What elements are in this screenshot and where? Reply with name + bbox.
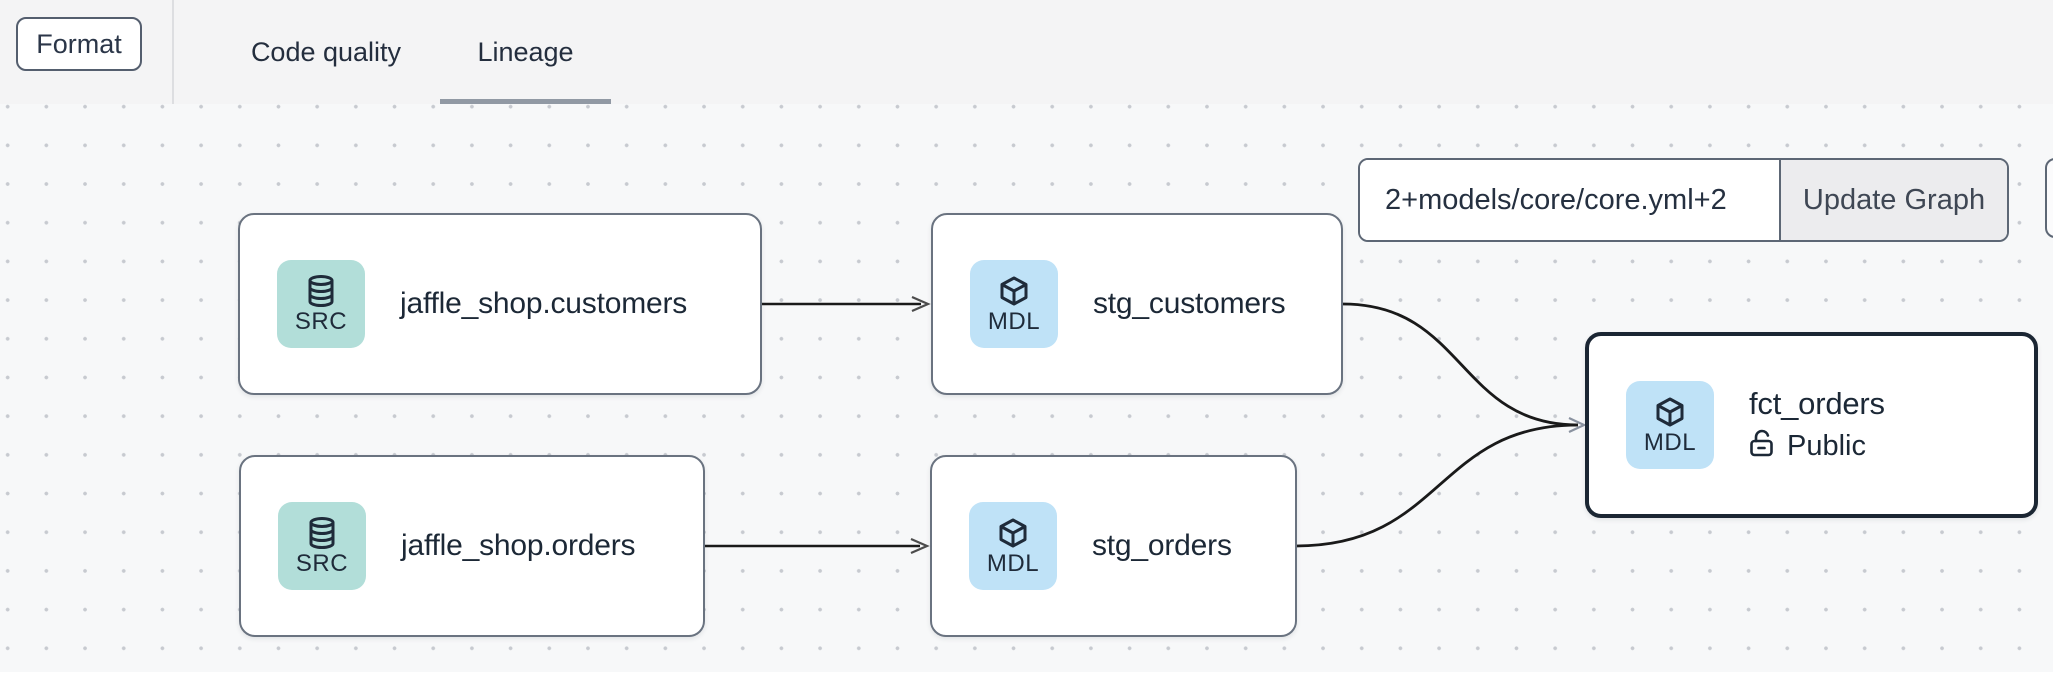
tab-code-quality[interactable]: Code quality — [240, 0, 412, 104]
selector-group: Update Graph — [1358, 158, 2009, 242]
badge-label: MDL — [1643, 428, 1697, 456]
access-row: Public — [1749, 429, 1885, 465]
access-label: Public — [1787, 430, 1866, 462]
model-badge: MDL — [1626, 381, 1714, 469]
node-jaffle-shop-customers[interactable]: SRC jaffle_shop.customers — [238, 213, 762, 395]
edge-customers-stg-arrowhead — [911, 295, 931, 313]
cube-icon — [1654, 396, 1686, 428]
node-stg-customers[interactable]: MDL stg_customers — [931, 213, 1343, 395]
node-label: stg_orders — [1092, 529, 1232, 562]
update-graph-button[interactable]: Update Graph — [1779, 160, 2007, 240]
tab-code-quality-label: Code quality — [250, 36, 402, 67]
source-badge: SRC — [277, 260, 365, 348]
database-icon — [307, 516, 337, 549]
tab-lineage-label: Lineage — [477, 36, 574, 67]
model-badge: MDL — [970, 260, 1058, 348]
partial-right-button[interactable] — [2045, 158, 2053, 238]
edge-orders-stg-arrowhead — [910, 537, 930, 555]
edge-stgcustomers-fct — [1342, 302, 1579, 427]
node-label: stg_customers — [1093, 287, 1286, 320]
node-stg-orders[interactable]: MDL stg_orders — [930, 455, 1297, 637]
database-icon — [306, 274, 336, 307]
tab-lineage[interactable]: Lineage — [440, 0, 611, 104]
horizontal-scrollbar-track[interactable] — [0, 672, 2053, 680]
toolbar-divider — [172, 0, 174, 104]
model-badge: MDL — [969, 502, 1057, 590]
toolbar: Format Code quality Lineage — [0, 0, 2053, 105]
edge-fct-arrowhead — [1568, 417, 1587, 433]
edges-layer — [705, 295, 1587, 555]
node-jaffle-shop-orders[interactable]: SRC jaffle_shop.orders — [239, 455, 705, 637]
unlock-icon — [1749, 429, 1775, 465]
badge-label: MDL — [986, 549, 1040, 577]
node-fct-orders[interactable]: MDL fct_orders Public — [1585, 332, 2038, 518]
cube-icon — [997, 517, 1029, 549]
active-tab-indicator — [440, 99, 611, 104]
node-label: fct_orders — [1749, 385, 1885, 421]
source-badge: SRC — [278, 502, 366, 590]
cube-icon — [998, 275, 1030, 307]
node-label: jaffle_shop.customers — [400, 287, 688, 320]
edge-stgorders-fct — [1295, 423, 1579, 548]
lineage-canvas[interactable]: SRC jaffle_shop.customers MDL stg_custom… — [0, 104, 2053, 672]
badge-label: SRC — [294, 307, 348, 335]
format-button[interactable]: Format — [16, 17, 142, 71]
badge-label: SRC — [295, 549, 349, 577]
node-label: jaffle_shop.orders — [401, 529, 636, 562]
selector-input[interactable] — [1360, 160, 1779, 240]
badge-label: MDL — [987, 307, 1041, 335]
